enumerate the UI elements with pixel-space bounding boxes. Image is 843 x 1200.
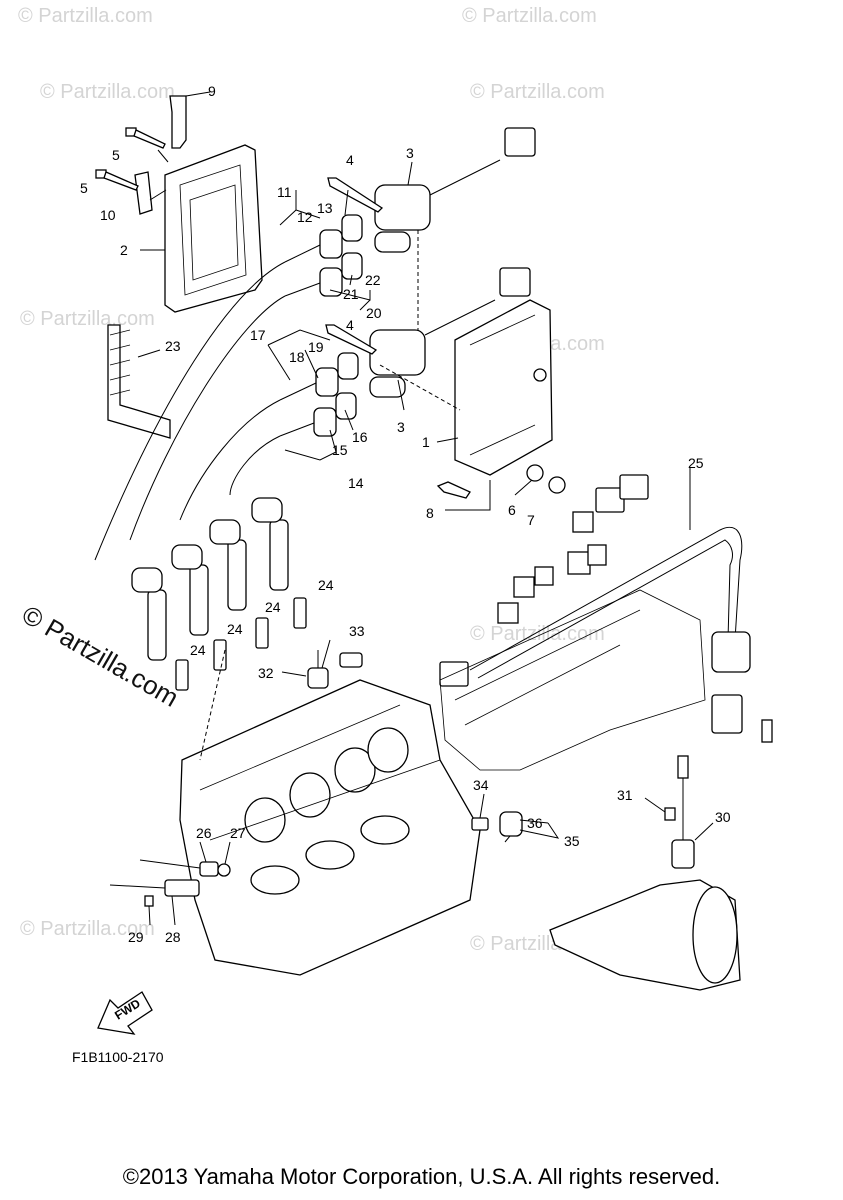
- sensor-34: [471, 817, 489, 831]
- sensor-28: [109, 879, 200, 897]
- sensor-30: [671, 755, 695, 869]
- plug-cap-assy-17: [279, 352, 359, 401]
- callout-5: 5: [80, 180, 88, 196]
- callout-11: 11: [277, 184, 292, 200]
- callout-35: 35: [564, 833, 580, 849]
- clamp-23: [107, 324, 171, 439]
- callout-18: 18: [289, 349, 305, 365]
- wire-harness-25: [439, 474, 773, 743]
- callout-14: 14: [348, 475, 364, 491]
- callout-22: 22: [365, 272, 381, 288]
- engine-block: [179, 679, 481, 976]
- watermark: © Partzilla.com: [20, 918, 155, 940]
- watermark: © Partzilla.com: [18, 5, 153, 27]
- bolt-8: [436, 481, 471, 499]
- callout-13: 13: [317, 200, 333, 216]
- spark-plug-24: [293, 597, 307, 629]
- callout-33: 33: [349, 623, 365, 639]
- plug-boots: [131, 497, 289, 661]
- callout-21: 21: [343, 286, 359, 302]
- callout-6: 6: [508, 502, 516, 518]
- callout-30: 30: [715, 809, 731, 825]
- spark-plug-24: [255, 617, 269, 649]
- callout-34: 34: [473, 777, 489, 793]
- callout-7: 7: [527, 512, 535, 528]
- callout-2: 2: [120, 242, 128, 258]
- callout-31: 31: [617, 787, 633, 803]
- ignition-leads: [94, 261, 286, 561]
- callout-19: 19: [308, 339, 324, 355]
- callout-12: 12: [297, 209, 313, 225]
- sensor-32: [307, 650, 363, 689]
- plug-cap-assy-20: [284, 252, 363, 297]
- callout-24: 24: [190, 642, 206, 658]
- callout-32: 32: [258, 665, 274, 681]
- callout-3: 3: [397, 419, 405, 435]
- callout-36: 36: [527, 815, 543, 831]
- callout-20: 20: [366, 305, 382, 321]
- callout-9: 9: [208, 83, 216, 99]
- figure-code: F1B1100-2170: [72, 1049, 164, 1065]
- bracket-9: [169, 91, 211, 149]
- collar-7: [548, 476, 566, 494]
- bolt-5: [95, 169, 139, 191]
- watermark: © Partzilla.com: [462, 5, 597, 27]
- callout-29: 29: [128, 929, 144, 945]
- copyright-footer: ©2013 Yamaha Motor Corporation, U.S.A. A…: [122, 1164, 721, 1189]
- watermark: © Partzilla.com: [40, 81, 175, 103]
- ecu-1: [454, 299, 553, 476]
- watermark: © Partzilla.com: [470, 81, 605, 103]
- callout-28: 28: [165, 929, 181, 945]
- fwd-arrow-icon: FWD: [97, 991, 153, 1035]
- callout-8: 8: [426, 505, 434, 521]
- watermark: © Partzilla.com: [470, 623, 605, 645]
- o-ring-27: [217, 863, 231, 877]
- callout-23: 23: [165, 338, 181, 354]
- callout-24: 24: [227, 621, 243, 637]
- callout-10: 10: [100, 207, 116, 223]
- callout-1: 1: [422, 434, 430, 450]
- callout-24: 24: [318, 577, 334, 593]
- spark-plug-24: [213, 639, 227, 671]
- ignition-coil-3: [374, 127, 536, 253]
- watermark: © Partzilla.com: [20, 308, 155, 330]
- leader-lines: [137, 149, 714, 926]
- spark-plug-24: [175, 659, 189, 691]
- plug-cap-assy-14: [279, 392, 357, 437]
- intake-outline: [439, 589, 706, 771]
- callouts: 9 5 5 10 2 4 3 11 13 12 22 21 20 4 23 17…: [72, 83, 731, 1065]
- bolt-31: [664, 807, 676, 821]
- bolt-5: [125, 127, 166, 149]
- callout-24: 24: [265, 599, 281, 615]
- bracket-10: [134, 171, 153, 215]
- cover-2: [164, 144, 263, 313]
- ignition-coil-3: [369, 267, 531, 398]
- callout-26: 26: [196, 825, 212, 841]
- sensor-35: [499, 811, 523, 843]
- callout-4: 4: [346, 152, 354, 168]
- bolt-29: [144, 895, 154, 907]
- plug-cap-assy-11: [284, 214, 363, 263]
- callout-5: 5: [112, 147, 120, 163]
- sensor-26: [139, 859, 219, 877]
- bolt-4: [327, 177, 384, 213]
- callout-17: 17: [250, 327, 266, 343]
- callout-25: 25: [688, 455, 704, 471]
- callout-16: 16: [352, 429, 368, 445]
- callout-15: 15: [332, 442, 348, 458]
- callout-27: 27: [230, 825, 246, 841]
- intake-tube: [549, 879, 741, 991]
- callout-4: 4: [346, 317, 354, 333]
- bolt-4: [325, 324, 378, 355]
- grommet-6: [526, 464, 544, 482]
- callout-3: 3: [406, 145, 414, 161]
